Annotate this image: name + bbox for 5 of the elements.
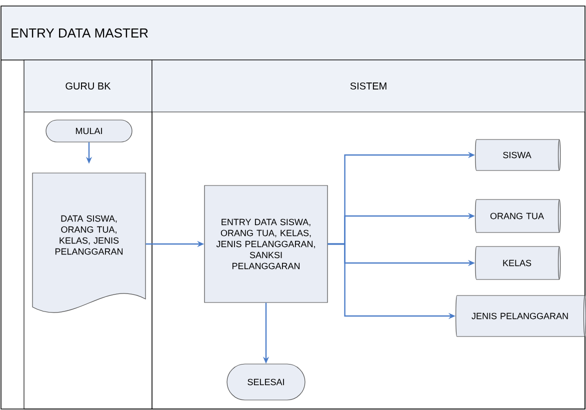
database-cylinder: SISWA [475, 139, 561, 171]
database-cylinder: KELAS [475, 246, 561, 280]
database-cylinder: JENIS PELANGGARAN [456, 295, 586, 337]
database-cylinder: ORANG TUA [475, 199, 561, 233]
process-box: ENTRY DATA SISWA, ORANG TUA, KELAS, JENIS PELANGGARAN, SANKSI PELANGGARAN [204, 185, 328, 303]
